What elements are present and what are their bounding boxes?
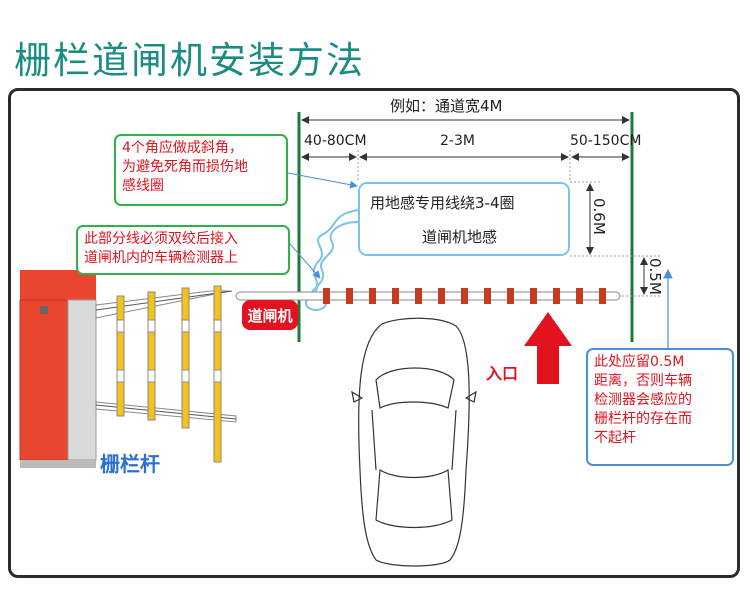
road-width-label: 例如：通道宽4M (390, 97, 503, 115)
callout-line: 道闸机内的车辆检测器上 (84, 250, 238, 266)
twisted-wire (305, 209, 359, 301)
detector-loop: 用地感专用线绕3-4圈 道闸机地感 (358, 182, 570, 256)
callout-line: 栅栏杆的存在而 (594, 411, 692, 427)
callout-line: 距离，否则车辆 (594, 373, 692, 389)
entry-label: 入口 (486, 364, 519, 383)
left-gap-label: 40-80CM (304, 133, 367, 149)
callout-line: 感线圈 (122, 178, 164, 194)
right-gap-label: 50-150CM (570, 133, 642, 149)
callout-line: 4个角应做成斜角， (122, 140, 243, 156)
clearance-callout: 此处应留0.5M 距离，否则车辆 检测器会感应的 栅栏杆的存在而 不起杆 (586, 348, 734, 466)
entry-arrow (524, 312, 572, 384)
callout-line: 为避免死角而损伤地 (122, 159, 248, 175)
boom-clearance-label: 0.5M (646, 258, 664, 295)
callout-line: 不起杆 (594, 430, 636, 446)
gate-label: 道闸机 (242, 300, 298, 330)
page-title: 栅栏道闸机安装方法 (14, 39, 365, 82)
callout-line: 检测器会感应的 (594, 392, 692, 408)
callout-line: 此部分线必须双绞后接入 (84, 231, 238, 247)
boom-stripes (323, 288, 606, 304)
callout-line: 此处应留0.5M (594, 354, 685, 370)
car-outline (351, 317, 477, 567)
gate-cabinet (19, 270, 97, 468)
loop-length-label: 2-3M (440, 133, 475, 149)
fence-boom (95, 285, 237, 463)
loop-width-label: 0.6M (590, 198, 608, 235)
twist-callout: 此部分线必须双绞后接入 道闸机内的车辆检测器上 (76, 225, 290, 275)
loop-title: 道闸机地感 (422, 228, 498, 246)
barrier-label: 栅栏杆 (100, 452, 160, 476)
boom-arm (235, 291, 621, 301)
corners-callout: 4个角应做成斜角， 为避免死角而损伤地 感线圈 (114, 134, 288, 206)
loop-wire-instruction: 用地感专用线绕3-4圈 (370, 194, 515, 212)
